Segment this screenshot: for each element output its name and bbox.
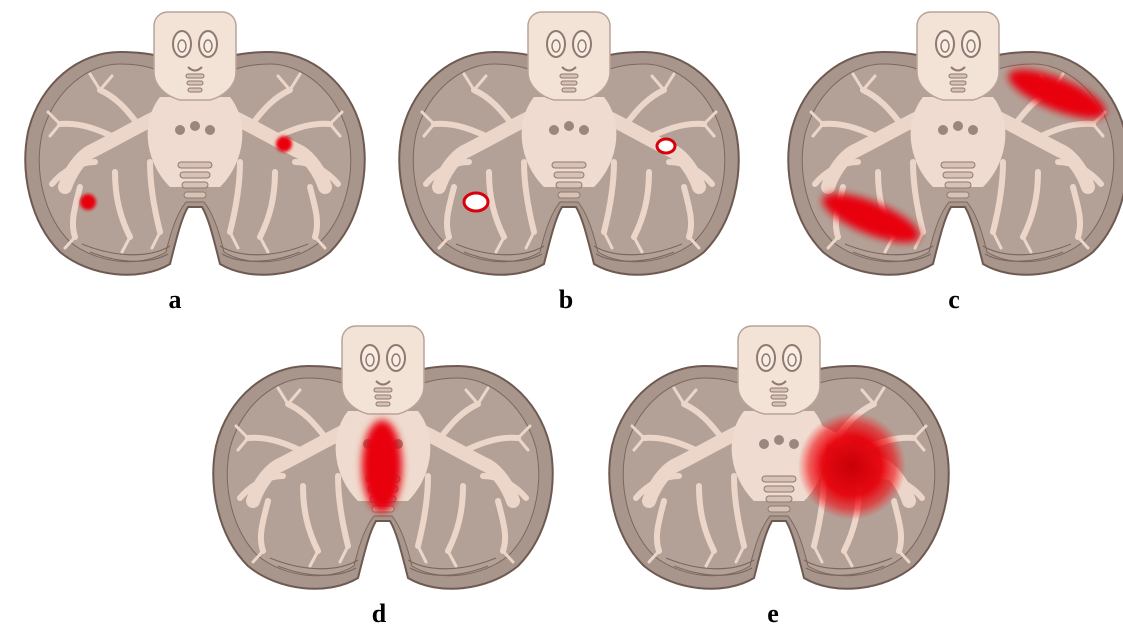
lesion-vermis <box>362 420 402 512</box>
cerebellum-illustration <box>604 326 954 596</box>
panel-e <box>604 326 954 596</box>
lesion-spot <box>276 136 292 152</box>
panel-label-b: b <box>546 286 586 314</box>
panel-d <box>208 326 558 596</box>
cerebellum-illustration <box>208 326 558 596</box>
panel-a <box>20 12 370 282</box>
panel-b <box>394 12 744 282</box>
cerebellum-illustration <box>394 12 744 282</box>
panel-label-d: d <box>359 600 399 628</box>
cerebellum-illustration <box>783 12 1123 282</box>
cerebellum-illustration <box>20 12 370 282</box>
panel-label-e: e <box>753 600 793 628</box>
lesion-ring <box>464 193 488 211</box>
panel-c <box>783 12 1123 282</box>
lesion-ring <box>657 139 675 153</box>
lesion-mass <box>798 412 906 520</box>
panel-label-a: a <box>155 286 195 314</box>
panel-label-c: c <box>934 286 974 314</box>
lesion-spot <box>80 194 96 210</box>
